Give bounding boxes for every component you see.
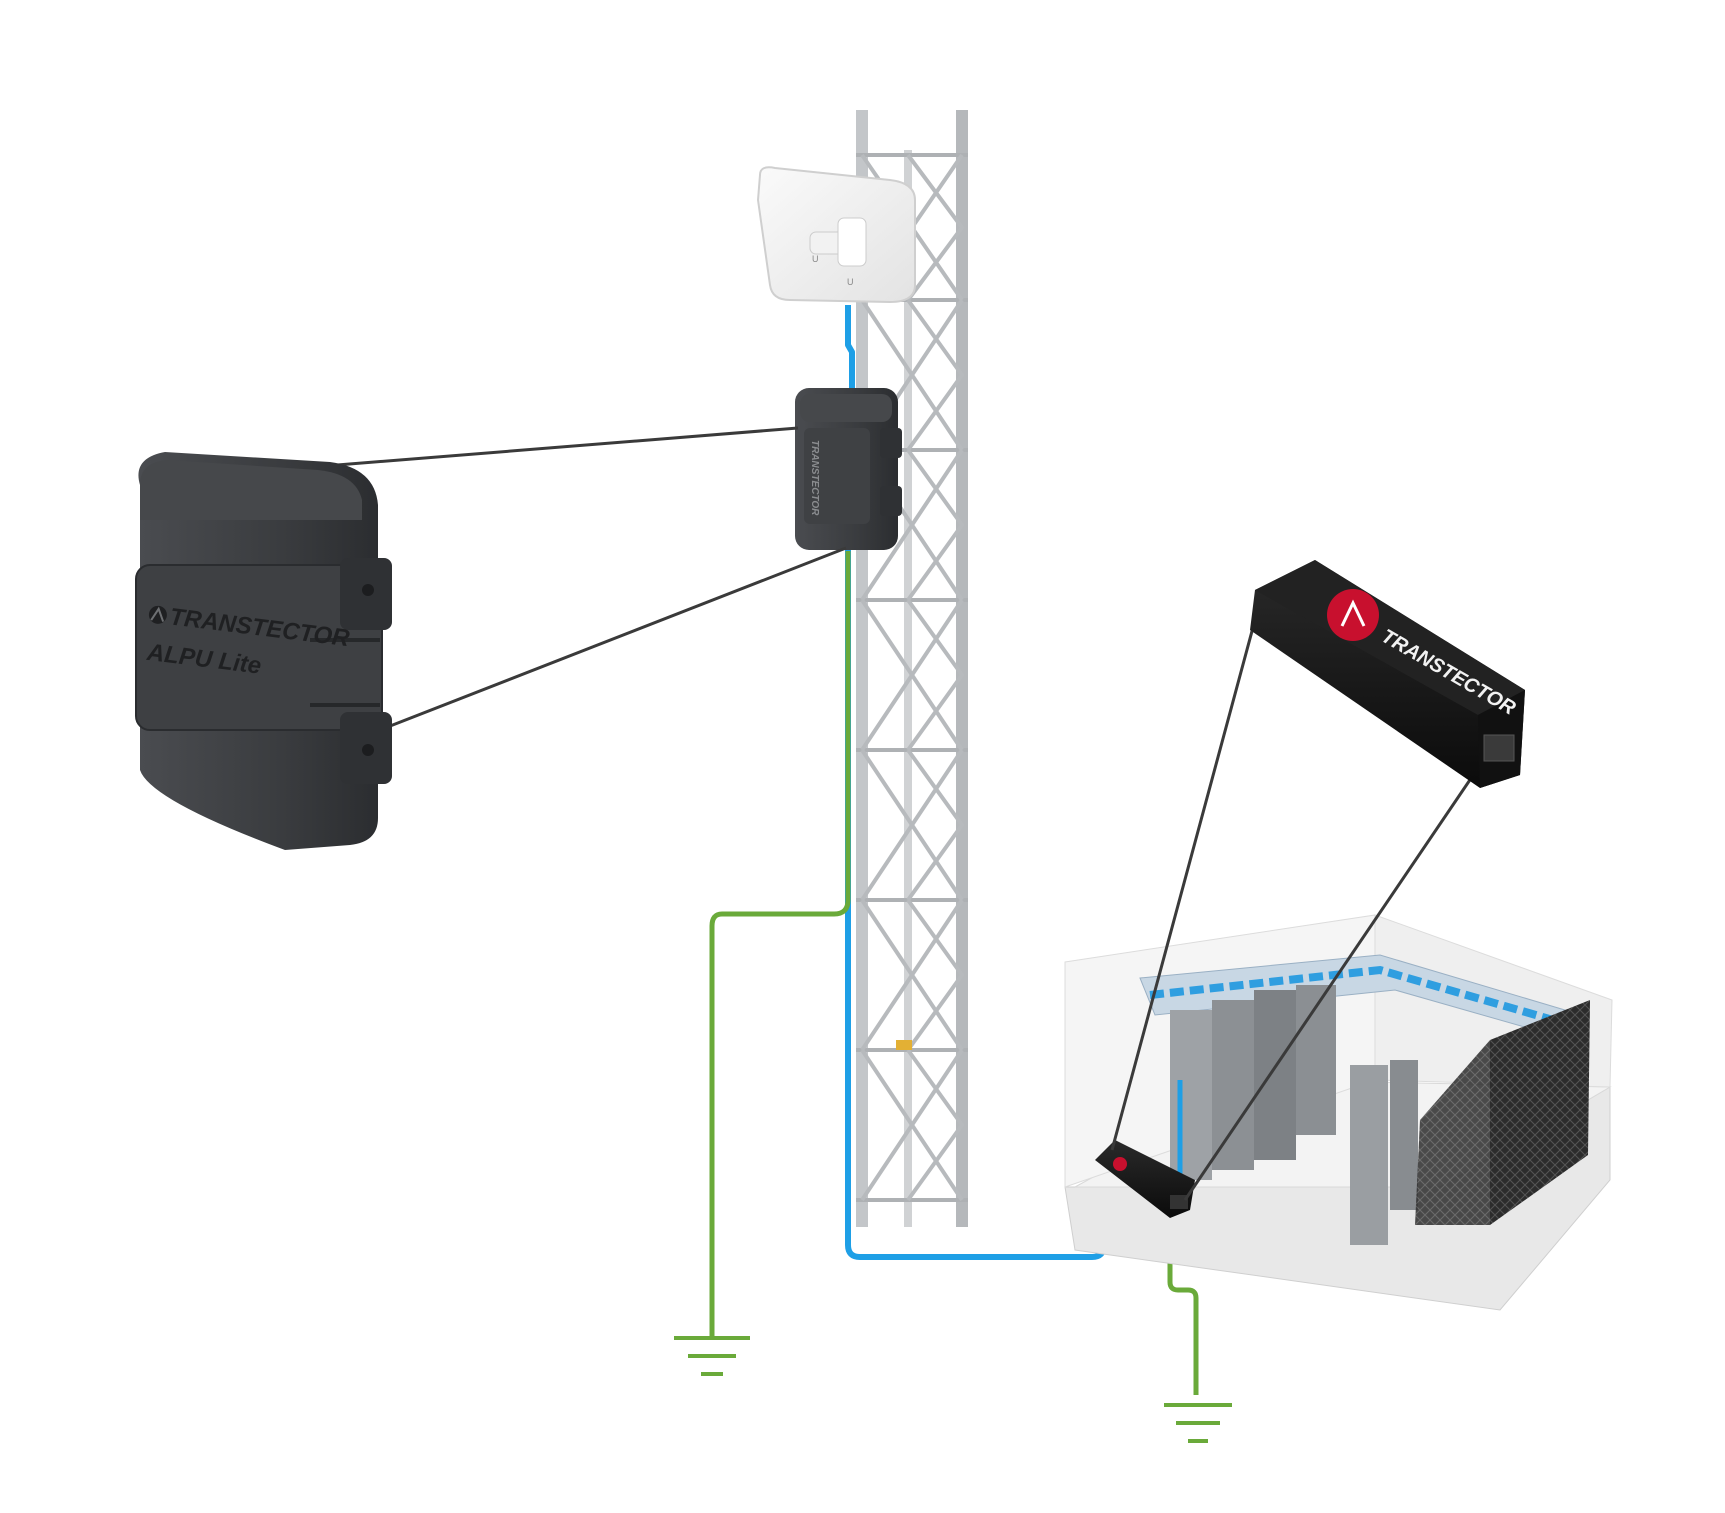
ground-wire: [709, 551, 1199, 1395]
svg-text:U: U: [847, 277, 854, 287]
svg-text:U: U: [812, 254, 819, 264]
lattice-tower-icon: [856, 110, 968, 1227]
inline-ethernet-protector-icon[interactable]: [1095, 1140, 1195, 1218]
ground-symbol-icon: [1164, 1403, 1232, 1443]
tower-brace: [860, 898, 965, 1052]
svg-text:TRANSTECTOR: TRANSTECTOR: [809, 440, 820, 516]
tower-brace: [860, 598, 965, 752]
outdoor-surge-protector-icon[interactable]: TRANSTECTOR: [795, 388, 902, 550]
callout-line: [274, 426, 847, 730]
alpu-lite-enclosure-enlarged: TRANSTECTOR ALPU Lite: [135, 452, 392, 850]
antenna-radio-icon: U U: [756, 166, 916, 304]
ground-symbol-icon: [674, 1336, 750, 1376]
transtector-inline-protector-enlarged: TRANSTECTOR: [1250, 560, 1525, 788]
callout-line: [1110, 619, 1480, 1201]
server-room-icon: [1064, 914, 1613, 1311]
tower-brace: [860, 748, 965, 902]
tower-brace: [860, 1048, 965, 1202]
